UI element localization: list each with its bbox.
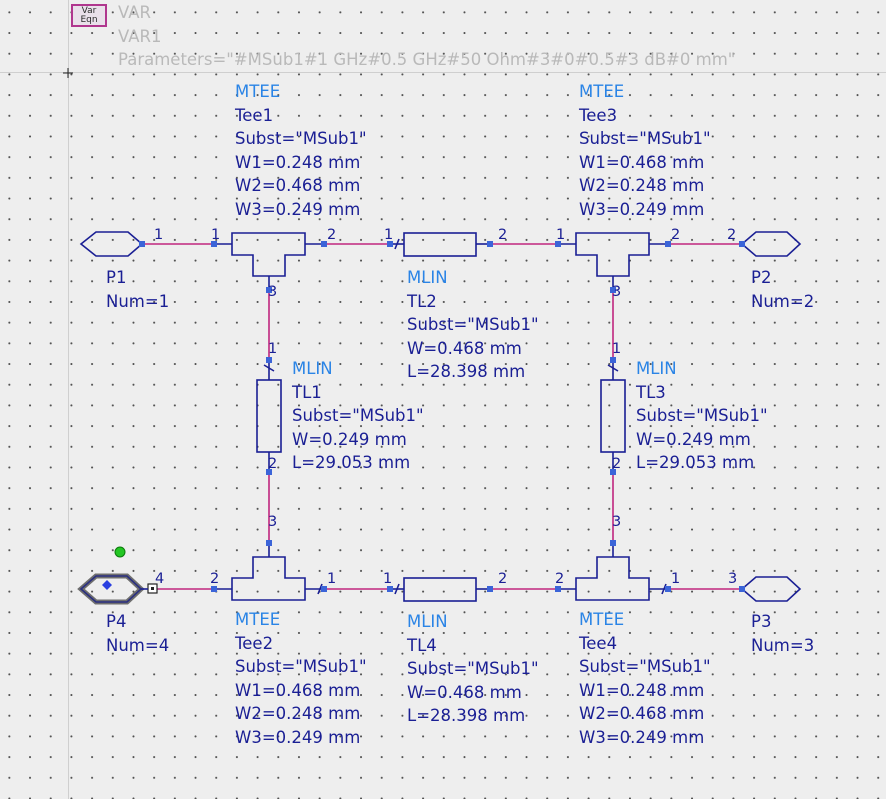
tee1-symbol[interactable]	[214, 232, 324, 290]
p1-label[interactable]: P1 Num=1	[106, 268, 170, 311]
pin-number: 2	[612, 456, 622, 472]
pin-number: 3	[268, 514, 278, 530]
component-name: TL2	[407, 291, 437, 311]
tee4-label[interactable]: MTEE Tee4 Subst="MSub1" W1=0.248 mm W2=0…	[579, 610, 711, 747]
vertical-guide-line	[68, 0, 69, 799]
pin-number: 2	[210, 571, 220, 587]
pin-number: 2	[498, 571, 508, 587]
component-name: Tee1	[235, 105, 274, 125]
component-name: TL3	[636, 382, 666, 402]
tee1-label[interactable]: MTEE Tee1 Subst="MSub1" W1=0.248 mm W2=0…	[235, 82, 367, 219]
horizontal-guide-line	[0, 72, 886, 73]
pin-number: 1	[383, 571, 393, 587]
pin-number: 2	[327, 227, 337, 243]
tl2-symbol[interactable]	[390, 232, 490, 257]
tl2-label[interactable]: MLIN TL2 Subst="MSub1" W=0.468 mm L=28.3…	[407, 268, 539, 381]
pin-number: 2	[555, 571, 565, 587]
tl3-symbol[interactable]	[600, 360, 626, 472]
pin-number: 1	[154, 227, 164, 243]
pin-number: 1	[671, 571, 681, 587]
tl1-symbol[interactable]	[256, 360, 282, 472]
var-parameters: Parameters="#MSub1#1 GHz#0.5 GHz#50 Ohm#…	[118, 50, 736, 69]
p2-label[interactable]: P2 Num=2	[751, 268, 815, 311]
pin-number: 2	[268, 456, 278, 472]
var-type: VAR	[118, 3, 151, 22]
pin-number: 1	[556, 227, 566, 243]
tee2-label[interactable]: MTEE Tee2 Subst="MSub1" W1=0.468 mm W2=0…	[235, 610, 367, 747]
tee2-symbol[interactable]	[214, 543, 324, 601]
pin-number: 2	[727, 227, 737, 243]
tl3-label[interactable]: MLIN TL3 Subst="MSub1" W=0.249 mm L=29.0…	[636, 359, 768, 472]
p4-rotation-handle[interactable]	[114, 546, 126, 558]
wires[interactable]	[142, 243, 742, 590]
p3-label[interactable]: P3 Num=3	[751, 612, 815, 655]
pin-number: 2	[671, 227, 681, 243]
pin-number: 2	[498, 227, 508, 243]
port-p4-symbol[interactable]	[77, 573, 158, 605]
p4-label[interactable]: P4 Num=4	[106, 612, 170, 655]
tee3-label[interactable]: MTEE Tee3 Subst="MSub1" W1=0.468 mm W2=0…	[579, 82, 711, 219]
var-eqn-icon[interactable]: Var Eqn	[71, 4, 107, 27]
port-p3-symbol[interactable]	[740, 576, 802, 602]
tl1-label[interactable]: MLIN TL1 Subst="MSub1" W=0.249 mm L=29.0…	[292, 359, 424, 472]
pin-number: 3	[268, 284, 278, 300]
pin-number: 4	[155, 571, 165, 587]
pin-number: 1	[384, 227, 394, 243]
tee3-symbol[interactable]	[558, 232, 668, 290]
port-p2-symbol[interactable]	[740, 231, 802, 257]
pin-number: 1	[211, 227, 221, 243]
tl4-symbol[interactable]	[390, 577, 490, 602]
origin-crosshair	[63, 68, 73, 78]
pin-number: 1	[612, 341, 622, 357]
tee4-symbol[interactable]	[558, 543, 668, 601]
var-name: VAR1	[118, 26, 162, 46]
component-name: TL4	[407, 635, 437, 655]
tl4-label[interactable]: MLIN TL4 Subst="MSub1" W=0.468 mm L=28.3…	[407, 612, 539, 725]
port-p1-symbol[interactable]	[79, 231, 144, 257]
pin-number: 3	[612, 514, 622, 530]
pin-number: 1	[327, 571, 337, 587]
component-name: TL1	[292, 382, 322, 402]
component-name: Tee2	[235, 633, 274, 653]
pin-number: 3	[728, 571, 738, 587]
var1-label[interactable]: VAR VAR1 Parameters="#MSub1#1 GHz#0.5 GH…	[118, 1, 735, 72]
p4-anchor-marker[interactable]	[102, 580, 112, 590]
pin-number: 3	[612, 284, 622, 300]
component-name: Tee4	[579, 633, 618, 653]
pin-number: 1	[268, 341, 278, 357]
component-name: Tee3	[579, 105, 618, 125]
